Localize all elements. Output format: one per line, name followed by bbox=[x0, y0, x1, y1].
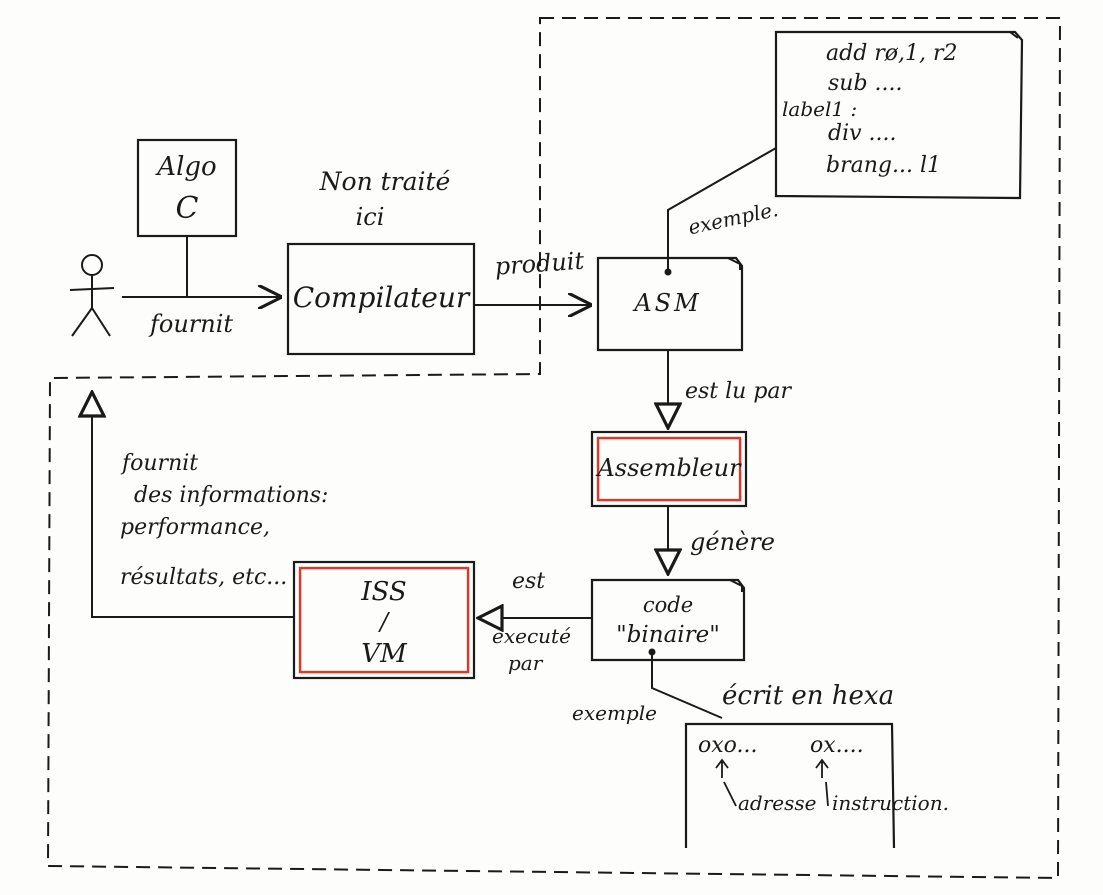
hex-pointer-2 bbox=[815, 758, 829, 778]
feedback-line-2: des informations: bbox=[134, 483, 328, 508]
asm-box: ASM bbox=[596, 256, 744, 352]
edge-label-produit: produit bbox=[494, 247, 586, 281]
hex-example-col2: ox.... bbox=[810, 733, 864, 758]
asm-example-line-3: label1 : bbox=[782, 97, 857, 121]
edge-label-par: par bbox=[508, 651, 544, 675]
not-handled-line1: Non traité bbox=[319, 167, 451, 196]
binary-code-line2: "binaire" bbox=[616, 622, 720, 648]
assembler-label: Assembleur bbox=[595, 454, 742, 482]
hex-label-adresse: adresse bbox=[738, 791, 817, 815]
arrow-iss-feedback bbox=[92, 392, 294, 618]
compiler-label: Compilateur bbox=[293, 281, 471, 314]
hex-example-note: écrit en hexa oxo... ox.... adresse inst… bbox=[684, 681, 949, 849]
edge-label-est-lu-par: est lu par bbox=[685, 379, 793, 404]
hex-pointer-1 bbox=[715, 758, 729, 778]
hex-pointer-1-tail bbox=[723, 781, 737, 807]
feedback-line-3: performance, bbox=[120, 515, 270, 540]
hex-example-connector bbox=[651, 652, 723, 719]
edge-label-exemple-hex: exemple bbox=[572, 701, 657, 725]
feedback-line-1: fournit bbox=[120, 451, 198, 476]
algo-c-line2: C bbox=[176, 191, 199, 226]
asm-example-dot bbox=[664, 268, 672, 276]
edge-label-genere: génère bbox=[690, 528, 775, 556]
dashed-boundary bbox=[46, 17, 1062, 880]
hex-example-title: écrit en hexa bbox=[722, 681, 894, 711]
asm-example-line-4: div .... bbox=[828, 121, 897, 146]
asm-label: ASM bbox=[632, 289, 701, 317]
algo-c-line1: Algo bbox=[155, 152, 216, 182]
asm-example-line-5: brang... l1 bbox=[826, 153, 941, 178]
assembler-box: Assembleur bbox=[590, 430, 748, 508]
asm-example-line-2: sub .... bbox=[828, 71, 903, 96]
vm-label: VM bbox=[361, 639, 408, 669]
edge-label-exemple-asm: exemple. bbox=[686, 197, 780, 239]
iss-vm-box: ISS / VM bbox=[292, 560, 476, 680]
asm-example-connector bbox=[667, 147, 777, 270]
edge-label-execute: executé bbox=[492, 624, 571, 648]
asm-example-note: add rø,1, r2 sub .... label1 : div .... … bbox=[774, 30, 1024, 200]
edge-label-fournit: fournit bbox=[148, 310, 233, 338]
not-handled-line2: ici bbox=[356, 203, 385, 231]
edge-label-est: est bbox=[512, 569, 545, 594]
compiler-box: Compilateur bbox=[286, 242, 476, 356]
binary-code-line1: code bbox=[643, 593, 693, 617]
algo-c-box: Algo C bbox=[136, 138, 238, 238]
feedback-line-4: résultats, etc... bbox=[120, 565, 287, 590]
hex-pointer-2-tail bbox=[825, 781, 829, 807]
binary-code-box: code "binaire" bbox=[590, 578, 746, 662]
hex-example-col1: oxo... bbox=[698, 733, 758, 758]
iss-label: ISS bbox=[360, 577, 406, 607]
iss-separator: / bbox=[378, 608, 391, 636]
user-actor-icon bbox=[69, 254, 115, 337]
asm-example-line-1: add rø,1, r2 bbox=[826, 41, 958, 66]
hex-label-instruction: instruction. bbox=[832, 791, 949, 815]
